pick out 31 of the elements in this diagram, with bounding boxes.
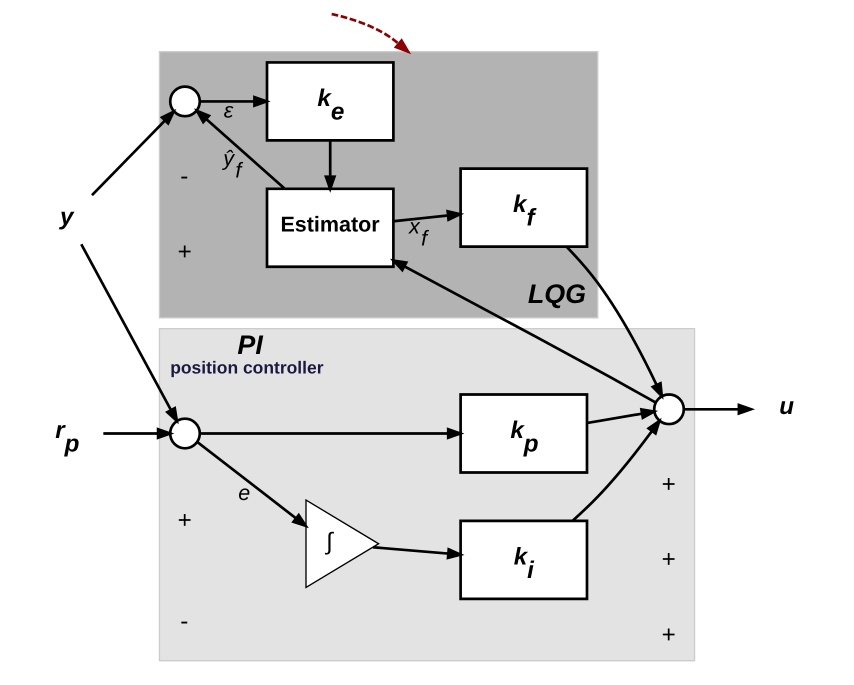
arrow (200, 427, 464, 440)
arrow (91, 108, 176, 196)
arrow (393, 210, 464, 223)
label: - (180, 608, 188, 635)
arrow (324, 140, 336, 193)
arrow (587, 408, 658, 424)
arrow (194, 108, 286, 190)
edge-label: e (238, 480, 250, 505)
label: - (180, 162, 188, 190)
arrow (103, 427, 174, 440)
label: + (178, 238, 192, 266)
node-text: y (60, 203, 74, 230)
label: + (662, 546, 676, 574)
node-circle (652, 393, 686, 426)
node-circle (168, 85, 202, 118)
node-text: u (779, 392, 794, 420)
arrow (572, 418, 662, 522)
arrow (566, 246, 664, 400)
arrow (80, 244, 179, 424)
arrow (390, 258, 656, 404)
edge-label: ε (224, 98, 234, 122)
arrow (200, 95, 271, 108)
arrow (684, 403, 756, 416)
arrow (372, 546, 464, 560)
label: + (662, 470, 676, 498)
label: + (178, 507, 192, 534)
label: + (662, 621, 676, 648)
arrow (196, 441, 309, 528)
node-box: Estimator (266, 187, 395, 268)
arrow (331, 12, 412, 54)
node-circle (168, 417, 202, 450)
